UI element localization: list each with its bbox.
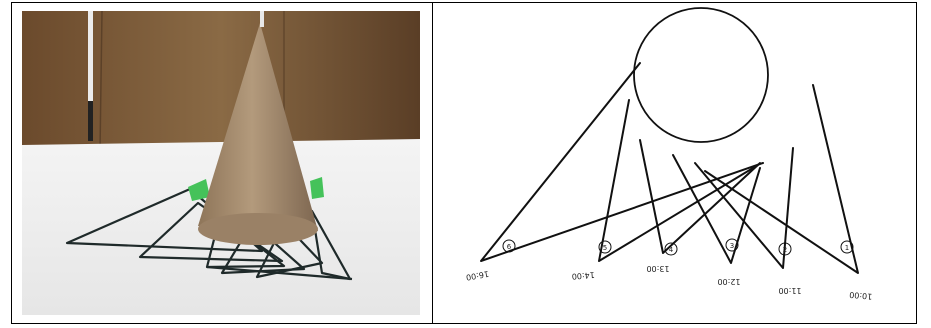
time-labels: 16:00 14:00 13:00 12:00 11:00 10:00 [465,264,872,301]
sun-circle [633,7,769,143]
pole [88,11,93,141]
shadow-triangle-6 [480,62,764,262]
background-wall [22,11,420,151]
shadow-triangle [310,209,352,281]
circle-mark [664,242,678,256]
circle-mark-labels: 6 5 4 3 2 1 [507,242,849,254]
circle-mark [502,239,516,253]
shadow-triangle-5 [598,99,759,262]
time-label: 12:00 [717,277,740,286]
circle-mark-label: 4 [669,246,674,254]
circle-mark-label: 3 [730,242,734,250]
photo-panel [12,3,433,323]
shadow-triangle-2 [694,147,794,269]
circle-marks [502,238,854,256]
cone-base [198,213,318,245]
circle-mark [598,240,612,254]
tape [188,179,210,201]
time-label: 16:00 [465,269,489,282]
circle-mark [725,238,739,252]
figure-frame: 6 5 4 3 2 1 16:00 14:00 13:00 12:00 11:0… [11,2,917,324]
circle-mark [840,240,854,254]
tape [310,177,324,199]
time-label: 14:00 [571,270,595,281]
wall-seam [99,11,103,152]
circle-mark [778,242,792,256]
cone-tip [260,11,264,27]
cone-photo [22,11,420,315]
time-label: 10:00 [849,290,873,301]
shadow-triangle-3 [672,154,761,264]
sketch-panel: 6 5 4 3 2 1 16:00 14:00 13:00 12:00 11:0… [433,3,916,323]
shadow-triangle [255,221,324,279]
shadow-triangle-4 [639,139,761,254]
circle-mark-label: 5 [603,244,607,252]
shadow-line [206,265,353,281]
circle-mark-label: 6 [507,243,512,251]
circle-mark-label: 2 [783,246,787,254]
cone [198,23,318,231]
pole-base [88,101,93,141]
sketch-lines [480,7,859,274]
time-label: 11:00 [778,286,801,295]
shadow-triangle-1 [704,84,859,274]
time-label: 13:00 [646,264,669,273]
circle-mark-label: 1 [845,244,849,252]
shadow-sketch: 6 5 4 3 2 1 16:00 14:00 13:00 12:00 11:0… [465,7,873,301]
